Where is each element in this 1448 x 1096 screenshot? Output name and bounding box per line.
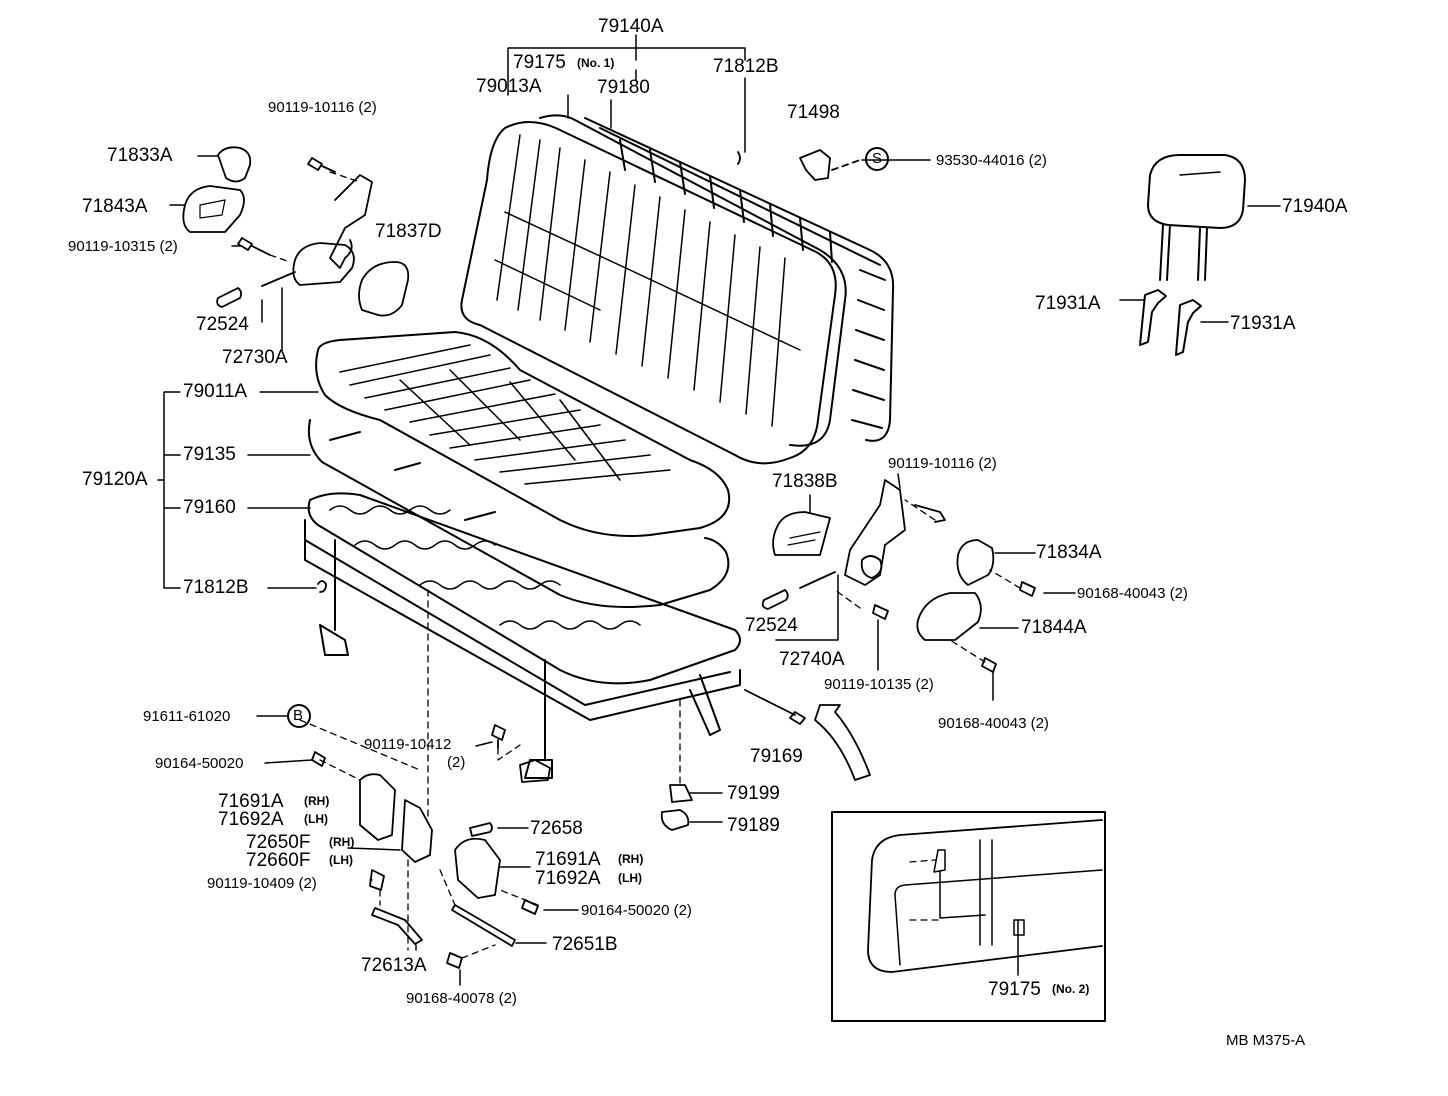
part-72613A [371,907,423,945]
part-79199 [669,784,693,803]
seat-back-front-cushion [460,121,837,465]
part-71844A [916,592,982,641]
cushion-spring-frame [304,492,741,779]
label-72650F: 72650F [246,832,311,853]
part-79189 [660,809,690,831]
part-71498 [799,149,831,181]
recliner-bracket-left [329,174,373,269]
label-79160: 79160 [183,497,236,518]
recliner-bracket-right [844,479,906,586]
label-79189: 79189 [727,815,780,836]
label-72658: 72658 [530,818,583,839]
s-symbol-circle [865,147,889,171]
part-71837D [358,261,410,317]
label-91611-61020: 91611-61020 [143,708,231,725]
seat-back-pleats [494,134,801,427]
label-90164-50020-b: 90164-50020 (2) [581,902,692,919]
label-79199: 79199 [727,783,780,804]
view-arrow [814,704,871,781]
label-79175-inset: 79175 [988,979,1041,1000]
label-71940A: 71940A [1282,196,1348,217]
inset-frame [831,811,1106,1022]
part-71691A-left [359,773,396,841]
label-71812B-top: 71812B [713,56,779,77]
small-parts [182,146,1036,969]
label-72524-b: 72524 [745,615,798,636]
headrest-guide-left [1139,289,1167,346]
headrest [1139,154,1246,356]
label-71812B-bottom: 71812B [183,577,249,598]
label-72660F: 72660F [246,850,311,871]
label-rh-a: (RH) [304,794,330,808]
label-90168-40043-b: 90168-40043 (2) [938,715,1049,732]
label-71692A-b: 71692A [535,868,601,889]
label-79180: 79180 [597,77,650,98]
part-71843A [182,185,245,233]
label-71931A-left: 71931A [1035,293,1101,314]
label-71834A: 71834A [1036,542,1102,563]
label-lh-c: (LH) [618,871,642,885]
label-71837D: 71837D [375,221,442,242]
label-93530-44016: 93530-44016 (2) [936,152,1047,169]
cushion-pad [307,419,730,609]
label-72524-a: 72524 [196,314,249,335]
label-71691A-b: 71691A [535,849,601,870]
label-90119-10412-qty: (2) [447,754,466,771]
label-71498: 71498 [787,102,840,123]
label-72740A: 72740A [779,649,845,670]
label-90119-10315: 90119-10315 (2) [68,238,178,255]
label-90119-10412: 90119-10412 [364,736,452,753]
seat-back-rear-pad [539,114,847,447]
part-72651B [451,904,516,947]
label-71691A-a: 71691A [218,791,284,812]
label-71843A: 71843A [82,196,148,217]
headrest-guide-right [1175,299,1202,356]
leader-lines [157,34,1281,986]
part-71833A [217,146,252,183]
label-rh-c: (RH) [618,852,644,866]
label-71931A-right: 71931A [1230,313,1296,334]
b-symbol-circle [287,704,311,728]
label-90164-50020-a: 90164-50020 [155,755,244,772]
label-79169: 79169 [750,746,803,767]
label-71692A-a: 71692A [218,809,284,830]
label-90119-10116-b: 90119-10116 (2) [888,455,997,472]
label-lh-b: (LH) [329,853,353,867]
label-79175-note2: (No. 2) [1052,982,1090,996]
label-90119-10135: 90119-10135 (2) [824,676,934,693]
label-lh-a: (LH) [304,812,328,826]
label-79140A: 79140A [598,16,664,37]
b-symbol: B [293,707,304,724]
label-79120A: 79120A [82,469,148,490]
seat-back-frame [584,117,895,442]
label-71838B: 71838B [772,471,838,492]
part-71834A [956,539,995,586]
label-72651B: 72651B [552,934,618,955]
reference-code: MB M375-A [1226,1032,1306,1049]
cushion-cover-pleats [339,344,671,485]
label-71833A: 71833A [107,145,173,166]
label-79013A: 79013A [476,76,542,97]
s-symbol: S [872,150,883,167]
label-71844A: 71844A [1021,617,1087,638]
label-90168-40043-a: 90168-40043 (2) [1077,585,1188,602]
seat-cushion [304,331,741,779]
part-71838B [772,511,831,556]
cushion-cover [315,331,731,537]
label-72613A: 72613A [361,955,427,976]
label-79135: 79135 [183,444,236,465]
seat-back [460,114,895,465]
part-71691A-right [454,837,501,899]
part-72650F [401,799,433,863]
label-79011A: 79011A [183,381,248,402]
label-90168-40078: 90168-40078 (2) [406,990,517,1007]
label-rh-b: (RH) [329,835,355,849]
inset-detail [831,811,1106,1022]
label-90119-10409: 90119-10409 (2) [207,875,317,892]
label-72730A: 72730A [222,347,288,368]
label-79175-note1: (No. 1) [577,56,615,70]
label-79175: 79175 [513,52,566,73]
label-90119-10116-a: 90119-10116 (2) [268,99,377,116]
